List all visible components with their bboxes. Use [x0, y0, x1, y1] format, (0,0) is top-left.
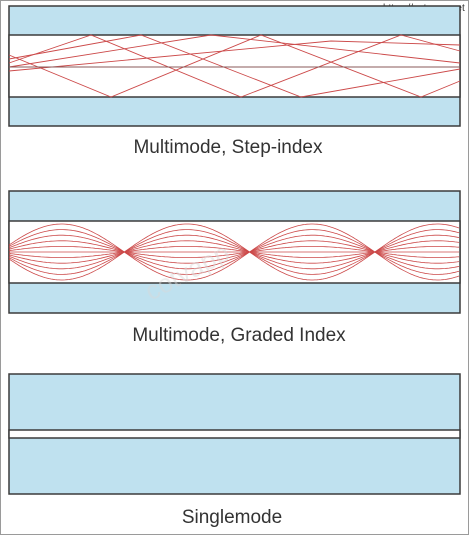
core-step-index: [8, 34, 461, 98]
graded-index-ray-paths: [8, 223, 460, 281]
ray-path: [8, 34, 461, 98]
ray-path: [8, 234, 460, 270]
core-singlemode: [8, 429, 461, 439]
ray-path: [8, 234, 460, 270]
ray-path: [8, 34, 461, 98]
ray-path: [8, 34, 461, 98]
ray-path: [8, 240, 460, 264]
ray-path: [8, 229, 460, 275]
panel-singlemode: [8, 373, 461, 495]
panel-step-index: [8, 5, 461, 127]
ray-path: [8, 229, 460, 275]
ray-path: [8, 34, 461, 68]
ray-path: [8, 240, 460, 264]
caption-graded-index: Multimode, Graded Index: [132, 325, 346, 346]
ray-path: [8, 223, 460, 281]
caption-step-index: Multimode, Step-index: [133, 137, 323, 158]
ray-path: [8, 246, 460, 258]
ray-path: [8, 246, 460, 258]
step-index-ray-paths: [8, 34, 461, 98]
panel-graded-index: cotvapp: [8, 190, 461, 314]
ray-path: [8, 223, 460, 281]
caption-singlemode: Singlemode: [182, 507, 282, 528]
ray-path: [8, 40, 461, 72]
